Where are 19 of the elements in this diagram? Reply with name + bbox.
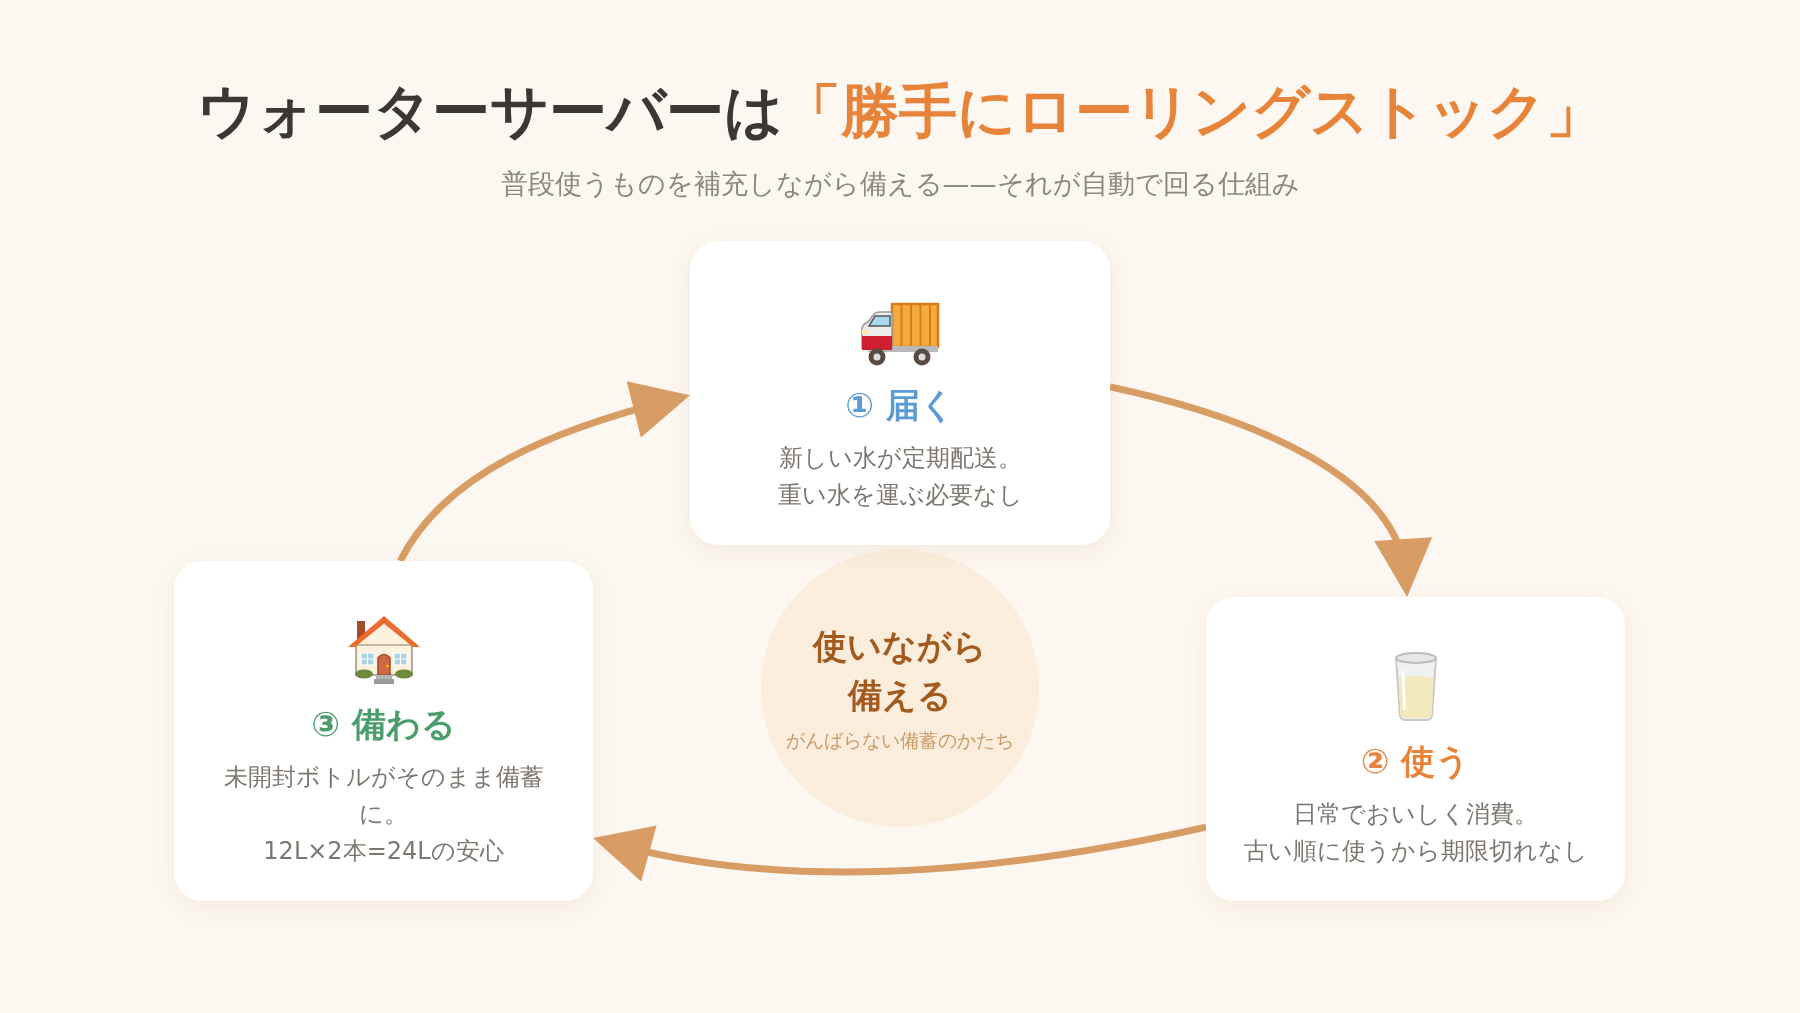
step-text: 未開封ボトルがそのまま備蓄に。 [222, 762, 545, 830]
step-card [1206, 597, 1625, 901]
step-text: 12L×2本=24Lの安心 [263, 836, 504, 867]
step-card [690, 241, 1110, 545]
step-title: ① 届く [845, 384, 955, 427]
subtitle: 普段使うものを補充しながら備える——それが自動で回る仕組み [500, 167, 1300, 201]
arrow [397, 381, 690, 563]
circle-title: 使いながら備える [811, 625, 988, 717]
arrow [593, 823, 1207, 882]
step-text: 重い水を運ぶ必要なし [777, 480, 1023, 511]
arrow [1109, 383, 1433, 597]
step-text: 古い順に使うから期限切れなし [1243, 836, 1588, 867]
step-title: ② 使う [1360, 740, 1471, 783]
step-text: 新しい水が定期配送。 [778, 443, 1022, 474]
title: ウォーターサーバーは「勝手にローリングストック」 [196, 76, 1604, 147]
step-text: 日常でおいしく消費。 [1293, 799, 1538, 830]
step-title: ③ 備わる [311, 703, 456, 746]
circle-subtitle: がんばらない備蓄のかたち [786, 729, 1014, 753]
step-card [174, 561, 593, 901]
